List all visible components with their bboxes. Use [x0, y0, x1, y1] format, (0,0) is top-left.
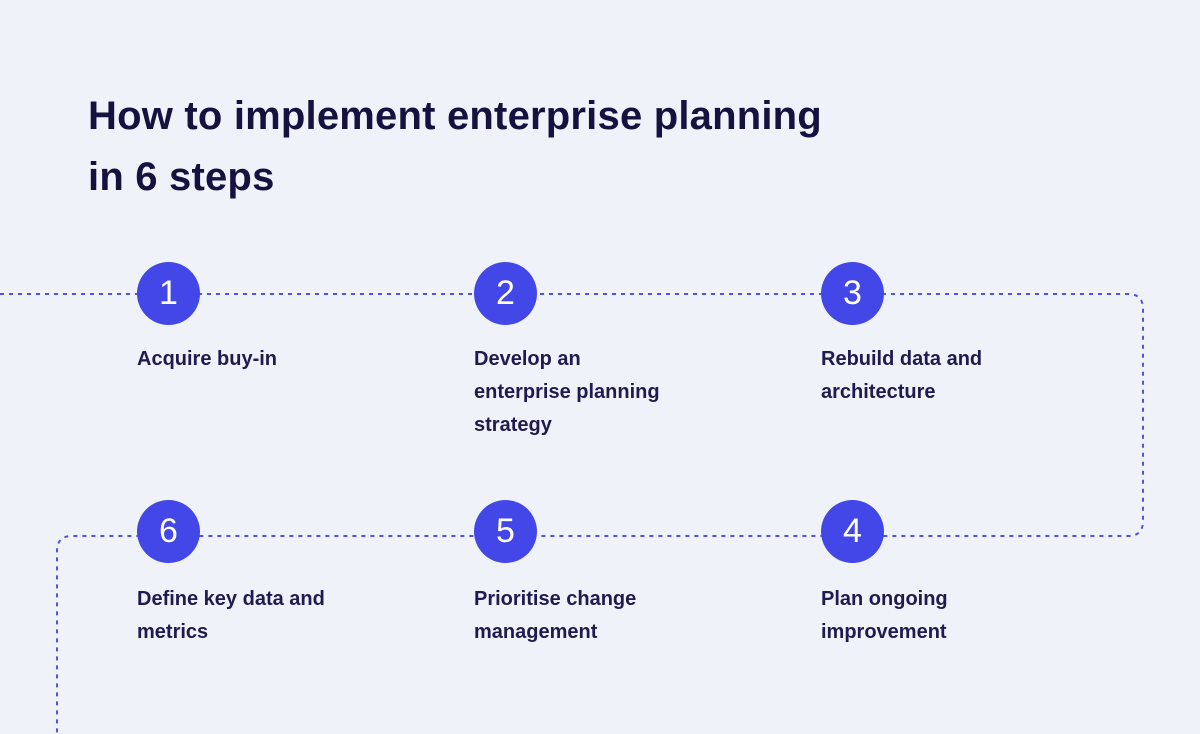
step-4: 4 Plan ongoing improvement — [821, 500, 1101, 649]
step-5-badge: 5 — [474, 500, 537, 563]
step-6-label: Define key data and metrics — [137, 588, 325, 643]
step-1: 1 Acquire buy-in — [137, 262, 417, 376]
connector-path — [0, 293, 1144, 734]
page-title: How to implement enterprise planning in … — [88, 94, 822, 199]
step-1-badge: 1 — [137, 262, 200, 325]
step-4-label: Plan ongoing improvement — [821, 588, 948, 643]
step-3-badge: 3 — [821, 262, 884, 325]
step-3: 3 Rebuild data and architecture — [821, 262, 1101, 409]
step-1-label: Acquire buy-in — [137, 348, 278, 370]
step-5: 5 Prioritise change management — [474, 500, 754, 649]
step-3-label: Rebuild data and architecture — [821, 348, 983, 403]
step-6-badge: 6 — [137, 500, 200, 563]
step-2: 2 Develop an enterprise planning strateg… — [474, 262, 754, 442]
step-4-badge: 4 — [821, 500, 884, 563]
step-2-badge: 2 — [474, 262, 537, 325]
step-6: 6 Define key data and metrics — [137, 500, 417, 649]
step-5-label: Prioritise change management — [474, 588, 637, 643]
step-2-label: Develop an enterprise planning strategy — [474, 348, 660, 436]
